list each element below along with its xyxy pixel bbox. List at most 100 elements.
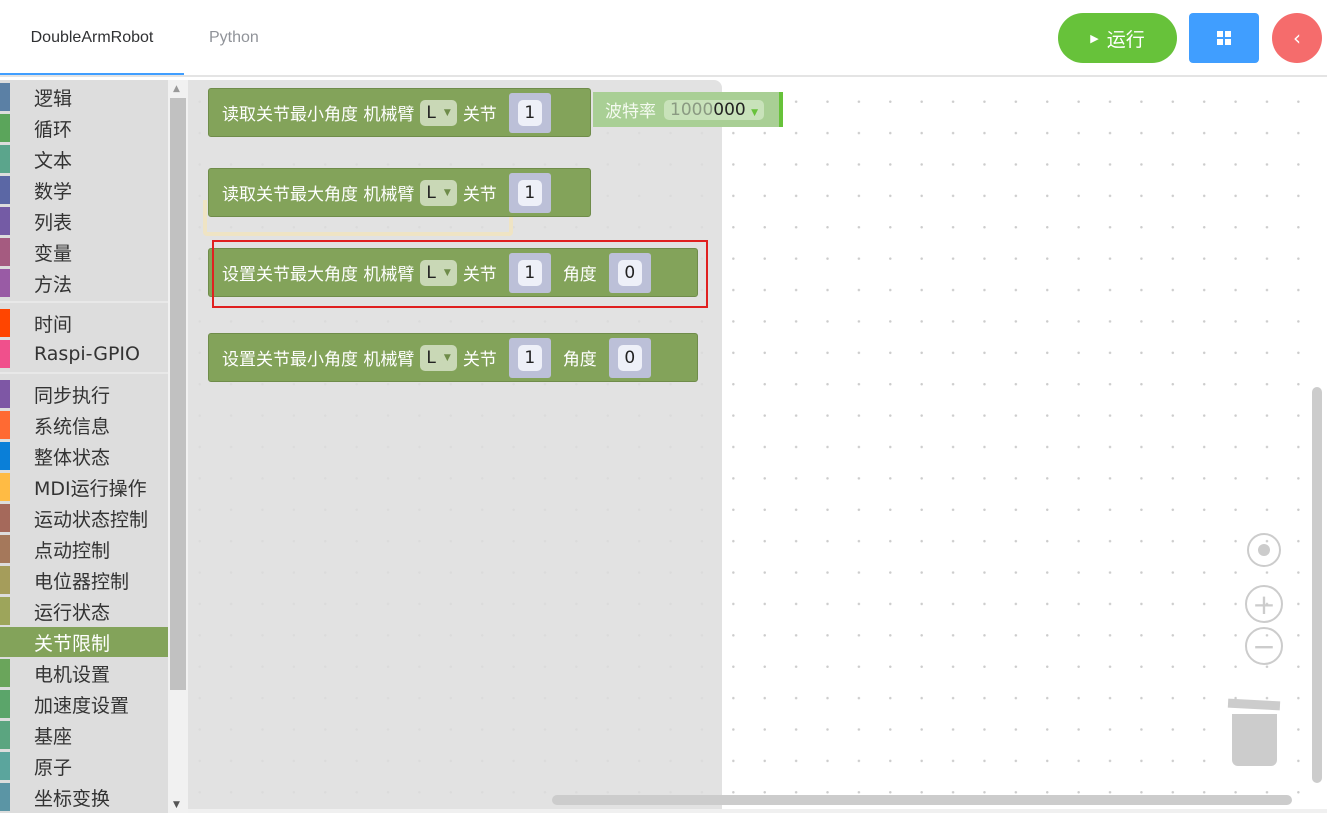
category-item[interactable]: 列表 — [0, 206, 168, 236]
angle-slot: 0 — [608, 252, 651, 293]
category-item[interactable]: 变量 — [0, 237, 168, 267]
baud-dropdown[interactable]: 1000000 ▼ — [664, 99, 765, 120]
run-button[interactable]: ▶运行 — [1058, 13, 1177, 63]
target-icon — [1258, 544, 1270, 556]
category-color-swatch — [0, 238, 10, 266]
arm-dropdown[interactable]: L▼ — [420, 99, 457, 126]
category-item[interactable]: 原子 — [0, 751, 168, 781]
joint-input[interactable]: 1 — [517, 259, 542, 286]
back-button[interactable]: ‹ — [1272, 13, 1322, 63]
category-separator — [0, 372, 168, 374]
category-item[interactable]: 坐标变换 — [0, 782, 168, 812]
category-item[interactable]: 加速度设置 — [0, 689, 168, 719]
category-item[interactable]: 点动控制 — [0, 534, 168, 564]
ghost-block-outline — [203, 200, 513, 236]
grid-icon — [1217, 31, 1231, 45]
bottom-border — [188, 809, 1327, 813]
category-item[interactable]: 系统信息 — [0, 410, 168, 440]
tab-doublearmrobot[interactable]: DoubleArmRobot — [0, 0, 184, 75]
trash-icon[interactable] — [1227, 696, 1282, 768]
dropdown-arrow-icon: ▼ — [443, 107, 451, 118]
category-label: MDI运行操作 — [34, 477, 147, 500]
joint-input[interactable]: 1 — [517, 99, 542, 126]
arm-value: L — [426, 262, 436, 283]
category-color-swatch — [0, 473, 10, 501]
category-item[interactable]: 方法 — [0, 268, 168, 298]
category-item[interactable]: 时间 — [0, 308, 168, 338]
category-color-swatch — [0, 504, 10, 532]
grid-menu-button[interactable] — [1189, 13, 1259, 63]
workspace-vertical-scrollbar[interactable] — [1312, 387, 1322, 783]
category-item[interactable]: 循环 — [0, 113, 168, 143]
minus-icon: − — [1252, 629, 1276, 663]
category-label: 整体状态 — [34, 446, 111, 469]
category-item[interactable]: 文本 — [0, 144, 168, 174]
joint-slot: 1 — [508, 172, 551, 213]
category-item[interactable]: 整体状态 — [0, 441, 168, 471]
zoom-out-button[interactable]: − — [1245, 627, 1283, 665]
category-label: 加速度设置 — [34, 694, 130, 717]
category-item[interactable]: 关节限制 — [0, 627, 168, 657]
category-color-swatch — [0, 659, 10, 687]
recenter-button[interactable] — [1247, 533, 1281, 567]
baud-value-hidden: 1000 — [670, 99, 714, 120]
arm-value: L — [426, 182, 436, 203]
dropdown-arrow-icon: ▼ — [443, 187, 451, 198]
angle-input[interactable]: 0 — [617, 259, 642, 286]
category-color-swatch — [0, 628, 10, 656]
workspace-horizontal-scrollbar[interactable] — [552, 795, 1292, 805]
category-label: 原子 — [34, 756, 73, 779]
scrollbar-thumb[interactable] — [170, 98, 186, 690]
category-label: 时间 — [34, 313, 73, 336]
toolbox-scrollbar[interactable]: ▲▼ — [168, 80, 188, 813]
category-color-swatch — [0, 207, 10, 235]
scroll-up-icon[interactable]: ▲ — [173, 84, 180, 94]
tab-python[interactable]: Python — [209, 29, 259, 46]
category-label: 坐标变换 — [34, 787, 111, 810]
category-item[interactable]: 同步执行 — [0, 379, 168, 409]
joint-input[interactable]: 1 — [517, 179, 542, 206]
category-item[interactable]: 基座 — [0, 720, 168, 750]
dropdown-arrow-icon: ▼ — [443, 352, 451, 363]
category-label: 文本 — [34, 149, 73, 172]
category-label: 关节限制 — [34, 632, 111, 655]
joint-slot: 1 — [508, 92, 551, 133]
category-item[interactable]: 数学 — [0, 175, 168, 205]
category-color-swatch — [0, 145, 10, 173]
category-label: 电位器控制 — [34, 570, 130, 593]
chevron-left-icon: ‹ — [1293, 26, 1301, 50]
arm-dropdown[interactable]: L▼ — [420, 179, 457, 206]
play-icon: ▶ — [1090, 31, 1099, 45]
category-label: 基座 — [34, 725, 73, 748]
category-item[interactable]: 运动状态控制 — [0, 503, 168, 533]
category-label: 运行状态 — [34, 601, 111, 624]
joint-input[interactable]: 1 — [517, 344, 542, 371]
category-color-swatch — [0, 114, 10, 142]
category-item[interactable]: 运行状态 — [0, 596, 168, 626]
angle-slot: 0 — [608, 337, 651, 378]
category-item[interactable]: MDI运行操作 — [0, 472, 168, 502]
category-color-swatch — [0, 83, 10, 111]
arm-dropdown[interactable]: L▼ — [420, 259, 457, 286]
category-item[interactable]: 逻辑 — [0, 82, 168, 112]
category-color-swatch — [0, 566, 10, 594]
angle-input[interactable]: 0 — [617, 344, 642, 371]
selection-highlight — [212, 240, 708, 308]
scroll-down-icon[interactable]: ▼ — [173, 800, 180, 810]
category-label: 变量 — [34, 242, 73, 265]
category-label: 数学 — [34, 180, 73, 203]
category-color-swatch — [0, 442, 10, 470]
category-label: 方法 — [34, 273, 73, 296]
zoom-in-button[interactable]: + — [1245, 585, 1283, 623]
arm-dropdown[interactable]: L▼ — [420, 344, 457, 371]
category-item[interactable]: 电位器控制 — [0, 565, 168, 595]
block-label: 读取关节最小角度 机械臂 — [222, 105, 415, 125]
category-item[interactable]: 电机设置 — [0, 658, 168, 688]
block-label: 读取关节最大角度 机械臂 — [222, 185, 415, 205]
category-item[interactable]: Raspi-GPIO — [0, 339, 168, 369]
